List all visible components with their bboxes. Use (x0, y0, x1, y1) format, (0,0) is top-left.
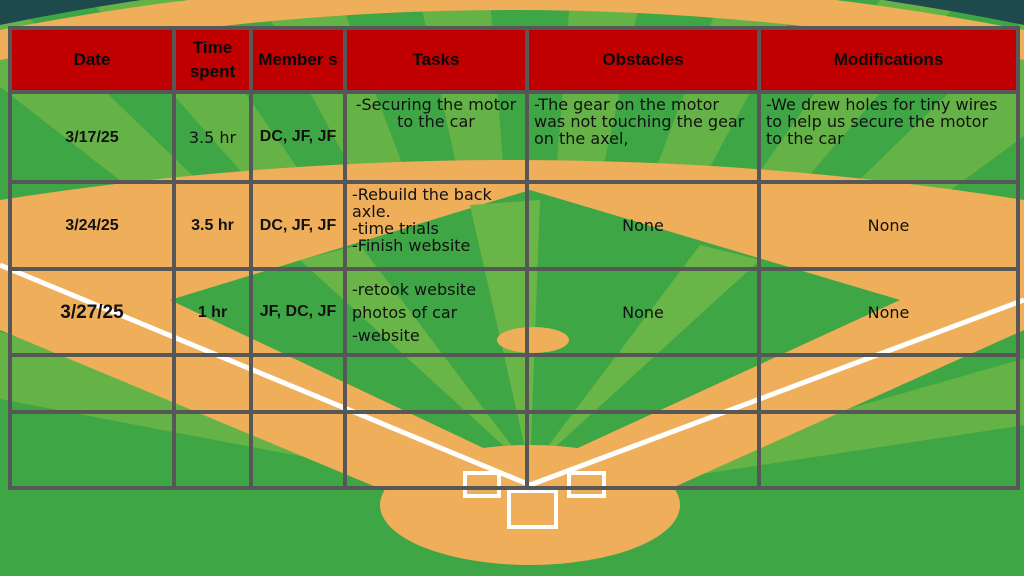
obstacles-cell: None (525, 267, 761, 357)
members-cell: JF, DC, JF (249, 267, 347, 357)
empty-cell (757, 410, 1020, 490)
progress-log-table: Date Time spent Member s Tasks Obstacles… (8, 26, 1020, 490)
empty-cell (172, 353, 253, 414)
task-line: -time trials (352, 219, 439, 238)
task-line: -Finish website (352, 236, 471, 255)
empty-cell (8, 353, 176, 414)
time-cell: 1 hr (172, 267, 253, 357)
empty-row (8, 353, 1020, 414)
empty-cell (249, 410, 347, 490)
header-obstacles: Obstacles (525, 26, 761, 94)
empty-cell (343, 410, 529, 490)
header-row: Date Time spent Member s Tasks Obstacles… (8, 26, 1020, 94)
table-row: 3/24/25 3.5 hr DC, JF, JF -Rebuild the b… (8, 180, 1020, 271)
empty-cell (525, 410, 761, 490)
empty-cell (525, 353, 761, 414)
task-line: -Securing the motor (355, 95, 517, 114)
obstacle-line: on the axel, (534, 129, 629, 148)
task-line: -retook website (352, 279, 477, 299)
empty-cell (757, 353, 1020, 414)
modifications-cell: None (757, 267, 1020, 357)
header-members: Member s (249, 26, 347, 94)
header-modifications: Modifications (757, 26, 1020, 94)
empty-cell (249, 353, 347, 414)
modification-line: to help us secure the motor (766, 112, 989, 131)
date-cell: 3/27/25 (8, 267, 176, 357)
obstacle-line: -The gear on the motor (534, 95, 719, 114)
task-line: photos of car (352, 302, 458, 322)
obstacles-cell: None (525, 180, 761, 271)
time-cell: 3.5 hr (172, 180, 253, 271)
empty-row (8, 410, 1020, 490)
task-line: axle. (352, 202, 391, 221)
modification-line: -We drew holes for tiny wires (766, 95, 998, 114)
tasks-cell: -retook website photos of car -website (343, 267, 529, 357)
modifications-cell: None (757, 180, 1020, 271)
header-tasks: Tasks (343, 26, 529, 94)
modification-line: to the car (766, 129, 844, 148)
table-row: 3/27/25 1 hr JF, DC, JF -retook website p… (8, 267, 1020, 357)
header-date: Date (8, 26, 176, 94)
members-cell: DC, JF, JF (249, 180, 347, 271)
empty-cell (343, 353, 529, 414)
date-cell: 3/24/25 (8, 180, 176, 271)
table-row: 3/17/25 3.5 hr DC, JF, JF -Securing the … (8, 90, 1020, 184)
empty-cell (8, 410, 176, 490)
date-cell: 3/17/25 (8, 90, 176, 184)
obstacle-line: was not touching the gear (534, 112, 745, 131)
time-cell: 3.5 hr (172, 90, 253, 184)
empty-cell (172, 410, 253, 490)
task-line: -website (352, 325, 420, 345)
task-line: -Rebuild the back (352, 185, 492, 204)
task-line: to the car (397, 112, 475, 131)
header-time-spent: Time spent (172, 26, 253, 94)
members-cell: DC, JF, JF (249, 90, 347, 184)
